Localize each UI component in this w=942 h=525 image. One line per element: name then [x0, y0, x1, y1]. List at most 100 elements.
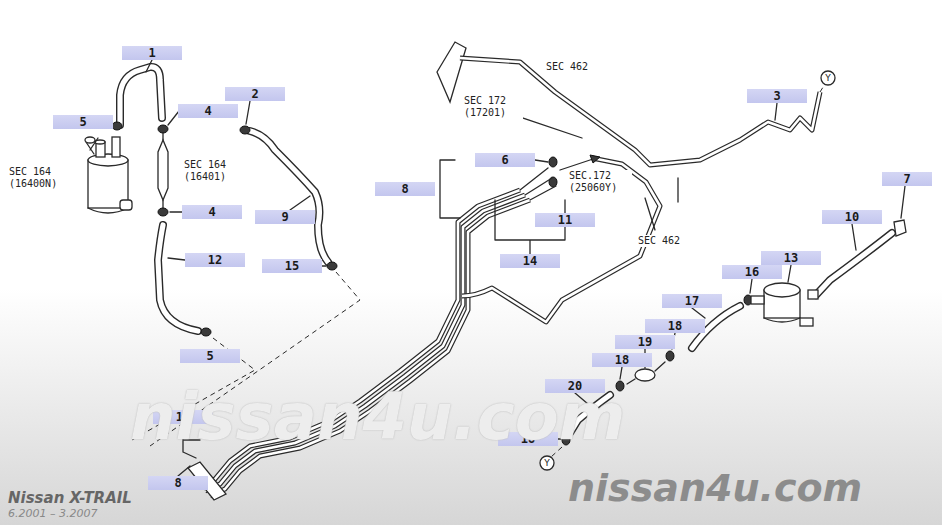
hoses — [158, 225, 198, 331]
hoses — [250, 131, 328, 262]
callout-box: 17 — [662, 294, 722, 308]
section-ref: SEC.172 (25060Y) — [568, 170, 632, 194]
fuel-pipe-sec-462 — [460, 58, 820, 165]
leader-lines — [322, 265, 326, 266]
fuel-tubes — [462, 158, 660, 322]
callout-box: 16 — [722, 265, 782, 279]
callout-box: 12 — [185, 253, 245, 267]
section-ref: SEC 164 (16400N) — [8, 166, 72, 190]
fuel-pipe-sec-462 — [560, 158, 596, 170]
site-name: nissan4u.com — [568, 466, 862, 510]
callout-box: 18 — [592, 353, 652, 367]
section-ref: SEC 462 — [637, 235, 681, 247]
leader-lines — [852, 224, 856, 250]
fuel-filter-assembly — [800, 318, 813, 326]
callout-number: 3 — [773, 89, 780, 103]
fuel-tubes — [520, 168, 556, 200]
charcoal-canister — [85, 137, 95, 143]
leader-lines — [290, 196, 310, 210]
fuel-pipe-sec-462 — [437, 42, 835, 230]
callout-box: 11 — [535, 213, 595, 227]
leader-lines — [178, 466, 190, 476]
fuel-pipe-sec-462 — [645, 178, 678, 230]
callout-box: 7 — [882, 172, 932, 186]
model-name: Nissan X-TRAIL — [8, 489, 132, 507]
fuel-filter-assembly — [808, 290, 818, 299]
fuel-pipe-sec-462 — [590, 155, 600, 163]
hose-clamps — [666, 351, 674, 361]
charcoal-canister — [120, 200, 132, 210]
hoses — [120, 67, 162, 125]
callout-number: 12 — [208, 253, 222, 267]
inline-filter — [158, 140, 168, 200]
callout-number: 7 — [903, 172, 910, 186]
callout-number: 4 — [204, 104, 211, 118]
fuel-filter-assembly — [751, 296, 764, 304]
callout-box: 4 — [182, 205, 242, 219]
callout-box: 6 — [475, 153, 535, 167]
callout-number: 18 — [615, 353, 629, 367]
watermark: nissan4u.com — [130, 380, 625, 454]
fuel-filter-assembly — [764, 318, 800, 322]
callout-number: 9 — [281, 210, 288, 224]
hoses — [816, 233, 892, 295]
fuel-filter-assembly — [635, 369, 655, 381]
leader-lines — [692, 308, 705, 318]
hoses — [816, 233, 892, 295]
leader-lines — [620, 367, 622, 379]
callout-number: 15 — [285, 259, 299, 273]
callout-box: 5 — [180, 349, 240, 363]
callout-number: 8 — [174, 476, 181, 490]
fuel-pipe-sec-462 — [821, 71, 835, 85]
hose-clamps — [112, 122, 122, 130]
leader-lines — [750, 279, 752, 293]
connector-mark: Y — [822, 72, 834, 84]
callout-number: 10 — [845, 210, 859, 224]
hose-clamps — [158, 208, 168, 216]
hoses — [120, 67, 162, 125]
fuel-tubes — [462, 158, 660, 322]
charcoal-canister — [88, 154, 128, 166]
inline-filter — [158, 132, 168, 208]
callout-number: 18 — [668, 319, 682, 333]
callout-number: 14 — [523, 254, 537, 268]
callout-number: 5 — [206, 349, 213, 363]
charcoal-canister — [112, 137, 120, 157]
leader-lines — [440, 160, 460, 218]
callout-box: 15 — [262, 259, 322, 273]
hose-clamps — [201, 328, 211, 336]
callout-number: 1 — [148, 46, 155, 60]
callout-box: 19 — [615, 335, 675, 349]
leader-lines — [495, 200, 565, 254]
hoses — [120, 67, 892, 433]
callout-number: 6 — [501, 153, 508, 167]
callout-box: 8 — [375, 182, 435, 196]
connector-mark: Y — [541, 457, 553, 469]
callout-box: 9 — [255, 210, 315, 224]
callout-box: 3 — [747, 89, 807, 103]
callout-number: 17 — [685, 294, 699, 308]
callout-box: 5 — [53, 115, 113, 129]
callout-box: 2 — [225, 87, 285, 101]
callout-box: 8 — [148, 476, 208, 490]
callout-number: 13 — [784, 251, 798, 265]
leader-lines — [170, 211, 182, 212]
leader-lines — [775, 103, 777, 120]
callout-number: 2 — [251, 87, 258, 101]
leader-lines — [901, 186, 905, 218]
callout-box: 13 — [761, 251, 821, 265]
charcoal-canister — [86, 138, 98, 154]
callout-number: 16 — [745, 265, 759, 279]
hoses — [158, 225, 198, 331]
callout-number: 8 — [401, 182, 408, 196]
date-range: 6.2001 – 3.2007 — [8, 507, 97, 520]
leader-lines — [246, 101, 250, 124]
callout-number: 5 — [79, 115, 86, 129]
callout-box: 18 — [645, 319, 705, 333]
hose-clamps — [327, 262, 337, 270]
hose-clamps — [158, 125, 168, 133]
fuel-filter-assembly — [764, 283, 800, 297]
hose-clamps — [549, 157, 557, 167]
charcoal-canister — [85, 137, 132, 213]
fuel-pipe-sec-462 — [437, 42, 466, 102]
